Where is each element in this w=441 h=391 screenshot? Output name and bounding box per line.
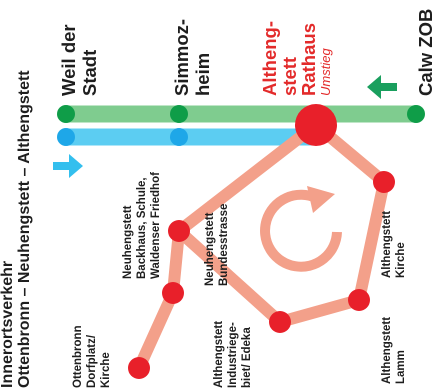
svg-text:Calw ZOB: Calw ZOB xyxy=(415,9,436,96)
svg-text:Ottenbronn: Ottenbronn xyxy=(72,325,84,388)
svg-text:Althengstett: Althengstett xyxy=(213,321,225,388)
label-althengstett-industriegebiet: Althengstett Industriege- biet/ Edeka xyxy=(213,321,253,388)
label-althengstett-rathaus: Altheng- stett Rathaus Umstieg xyxy=(259,21,333,96)
svg-text:Lamm: Lamm xyxy=(395,350,407,384)
stop-althengstett-lamm xyxy=(348,289,370,311)
svg-text:Altheng-: Altheng- xyxy=(259,21,280,96)
svg-text:biet/ Edeka: biet/ Edeka xyxy=(241,327,253,388)
svg-text:Neuhengstett: Neuhengstett xyxy=(122,205,134,279)
label-neuhengstett-backhaus: Neuhengstett Backhaus, Schule, Waldenser… xyxy=(122,172,162,279)
label-ottenbronn: Ottenbronn Dorfplatz/ Kirche xyxy=(72,325,112,388)
stop-neuhengstett-bundesstrasse xyxy=(168,220,190,242)
title-line-2: Ottenbronn – Neuhengstett – Althengstett xyxy=(16,70,33,388)
local-loop-line xyxy=(133,119,322,374)
stop-calw-zob xyxy=(407,105,425,123)
svg-text:Stadt: Stadt xyxy=(79,50,100,96)
stop-althengstett-rathaus xyxy=(295,104,337,146)
svg-text:heim: heim xyxy=(192,53,213,96)
svg-text:Bundesstrasse: Bundesstrasse xyxy=(218,204,230,286)
label-weil-der-stadt: Weil der Stadt xyxy=(58,24,100,96)
svg-text:Industriege-: Industriege- xyxy=(227,322,239,388)
route-title: Innerortsverkehr Ottenbronn – Neuhengste… xyxy=(0,70,33,388)
title-line-1: Innerortsverkehr xyxy=(0,261,16,388)
svg-text:Kirche: Kirche xyxy=(100,352,112,388)
svg-text:Rathaus: Rathaus xyxy=(298,23,319,96)
svg-text:Weil der: Weil der xyxy=(58,24,79,96)
label-calw-zob: Calw ZOB xyxy=(415,9,436,96)
arrow-right-icon xyxy=(53,154,83,178)
svg-text:Backhaus, Schule,: Backhaus, Schule, xyxy=(136,177,148,279)
label-neuhengstett-bundesstrasse: Neuhengstett Bundesstrasse xyxy=(204,204,230,286)
circular-arrow-icon xyxy=(260,186,342,272)
stop-althengstett-industriegebiet xyxy=(269,311,291,333)
label-althengstett-kirche: Althengstett Kirche xyxy=(381,211,407,278)
svg-text:Neuhengstett: Neuhengstett xyxy=(204,212,216,286)
svg-text:Waldenser Friedhof: Waldenser Friedhof xyxy=(150,172,162,279)
svg-text:Simmoz-: Simmoz- xyxy=(171,19,192,96)
svg-text:stett: stett xyxy=(279,57,300,96)
svg-text:Althengstett: Althengstett xyxy=(381,211,393,278)
svg-text:Kirche: Kirche xyxy=(395,242,407,278)
stop-neuhengstett-backhaus xyxy=(162,282,184,304)
arrow-left-icon xyxy=(367,75,397,99)
svg-text:Dorfplatz/: Dorfplatz/ xyxy=(86,334,98,388)
label-althengstett-lamm: Althengstett Lamm xyxy=(381,317,407,384)
umstieg-note: Umstieg xyxy=(318,48,333,96)
stop-ottenbronn xyxy=(128,357,150,379)
stop-althengstett-kirche xyxy=(373,171,395,193)
svg-text:Althengstett: Althengstett xyxy=(381,317,393,384)
stop-weil-der-stadt xyxy=(57,105,75,146)
label-simmozheim: Simmoz- heim xyxy=(171,19,213,96)
stop-simmozheim xyxy=(170,105,188,146)
